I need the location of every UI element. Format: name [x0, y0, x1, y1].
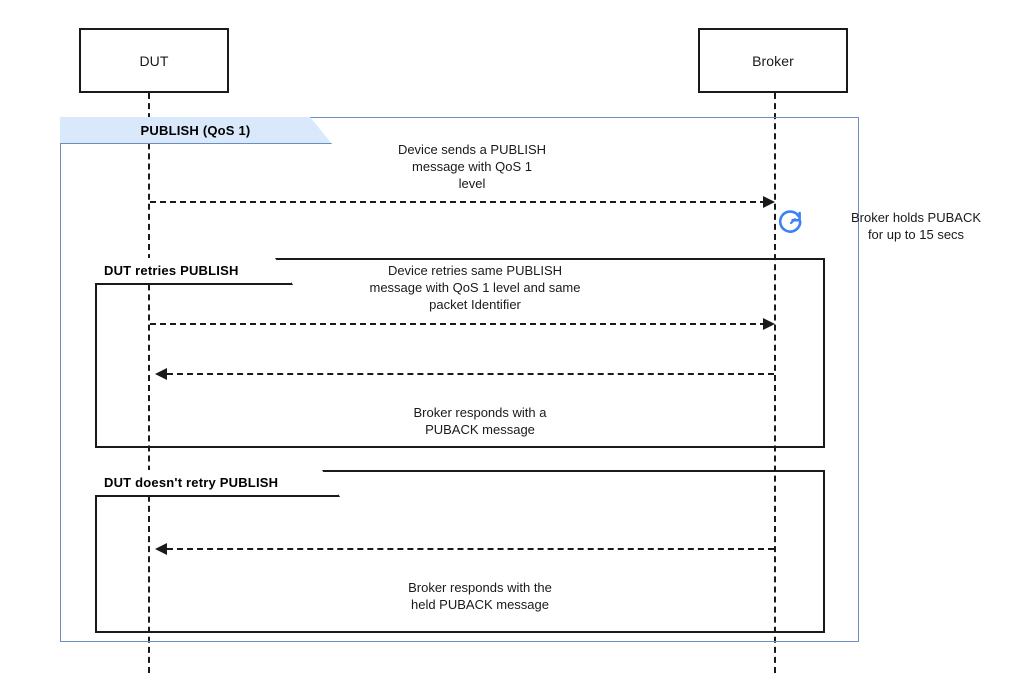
message-arrow-publish-retry[interactable] [150, 323, 766, 325]
message-arrowhead-publish-retry [763, 318, 775, 330]
participant-box-broker[interactable]: Broker [698, 28, 848, 93]
participant-box-dut[interactable]: DUT [79, 28, 229, 93]
fragment-publish-qos1[interactable] [60, 117, 859, 642]
message-arrow-puback[interactable] [167, 373, 774, 375]
fragment-dut-retries-publish[interactable] [95, 258, 825, 448]
message-arrow-held-puback[interactable] [167, 548, 774, 550]
fragment-label-text-dut-retries-publish: DUT retries PUBLISH [104, 263, 239, 278]
note-text-line: Broker holds PUBACK for up to 15 secs [850, 210, 982, 242]
note-broker-holds-puback: Broker holds PUBACK for up to 15 secs [816, 209, 1016, 243]
fragment-label-text-dut-doesnt-retry-publish: DUT doesn't retry PUBLISH [104, 475, 279, 490]
caption-line: Device sends a PUBLISH message with QoS … [397, 142, 547, 191]
timer-icon [776, 208, 806, 238]
participant-label-broker: Broker [752, 52, 794, 69]
caption-msg-puback: Broker responds with a PUBACK message [340, 404, 620, 438]
caption-line: Broker responds with the held PUBACK mes… [408, 580, 552, 612]
lifeline-broker [774, 93, 776, 673]
fragment-dut-doesnt-retry-publish[interactable] [95, 470, 825, 633]
caption-msg-publish-retry: Device retries same PUBLISH message with… [310, 262, 640, 313]
message-arrowhead-held-puback [155, 543, 167, 555]
fragment-label-publish-qos1[interactable]: PUBLISH (QoS 1) [60, 117, 332, 144]
fragment-label-dut-doesnt-retry-publish[interactable]: DUT doesn't retry PUBLISH [95, 470, 340, 497]
fragment-label-text-publish-qos1: PUBLISH (QoS 1) [140, 122, 251, 138]
caption-line: Device retries same PUBLISH message with… [369, 263, 581, 312]
caption-line: Broker responds with a PUBACK message [413, 405, 547, 437]
message-arrowhead-puback [155, 368, 167, 380]
participant-label-dut: DUT [139, 52, 169, 69]
caption-msg-held-puback: Broker responds with the held PUBACK mes… [340, 579, 620, 613]
message-arrow-publish[interactable] [150, 201, 766, 203]
fragment-label-dut-retries-publish[interactable]: DUT retries PUBLISH [95, 258, 293, 285]
caption-msg-publish: Device sends a PUBLISH message with QoS … [332, 141, 612, 192]
message-arrowhead-publish [763, 196, 775, 208]
lifeline-dut [148, 93, 150, 673]
